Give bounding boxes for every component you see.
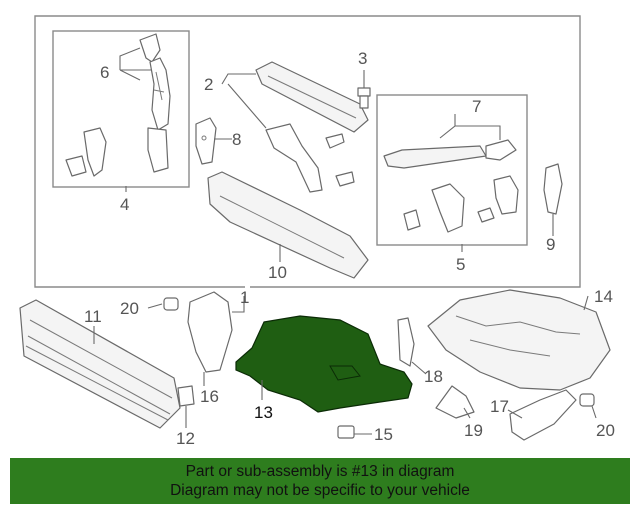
- part-5-brackets[interactable]: [403, 175, 519, 233]
- leader-lines: [93, 47, 597, 435]
- callout-13: 13: [254, 403, 273, 422]
- part-6-brackets[interactable]: [139, 33, 171, 131]
- callout-6: 6: [100, 63, 109, 82]
- callout-5: 5: [456, 255, 465, 274]
- callout-2: 2: [204, 75, 213, 94]
- part-9-bracket[interactable]: [543, 163, 563, 215]
- callout-18: 18: [424, 367, 443, 386]
- part-18-bracket[interactable]: [397, 317, 415, 367]
- banner-line-1: Part or sub-assembly is #13 in diagram: [185, 463, 455, 480]
- part-20-grommet-left[interactable]: [163, 297, 179, 311]
- callout-4: 4: [120, 195, 129, 214]
- group-5-box: [376, 94, 528, 246]
- part-17-bracket[interactable]: [509, 389, 577, 441]
- callout-15: 15: [374, 425, 393, 444]
- callout-19: 19: [464, 421, 483, 440]
- callout-3: 3: [358, 49, 367, 68]
- part-8-bracket[interactable]: [195, 117, 217, 165]
- callout-14: 14: [594, 287, 613, 306]
- callout-20-right: 20: [596, 421, 615, 440]
- part-14-rear-undercover[interactable]: [427, 289, 611, 391]
- part-19-bracket[interactable]: [435, 385, 475, 419]
- callout-1: 1: [240, 288, 249, 307]
- part-3-bolt[interactable]: [357, 87, 371, 109]
- part-15-bolt[interactable]: [337, 425, 355, 439]
- loose-bolts: [325, 133, 355, 187]
- part-11-shield[interactable]: [19, 299, 181, 429]
- callout-9: 9: [546, 235, 555, 254]
- callout-7: 7: [472, 97, 481, 116]
- group-4-box: [52, 30, 190, 188]
- part-16-bracket[interactable]: [187, 291, 233, 373]
- assembly-frame: [34, 15, 581, 288]
- callout-17: 17: [490, 397, 509, 416]
- part-7-bars[interactable]: [383, 139, 517, 169]
- part-4-brackets[interactable]: [65, 127, 169, 177]
- part-13-undercover[interactable]: [235, 315, 413, 413]
- banner-line-2: Diagram may not be specific to your vehi…: [170, 482, 470, 499]
- info-banner: Part or sub-assembly is #13 in diagram D…: [10, 458, 630, 504]
- part-20-grommet-right[interactable]: [579, 393, 595, 407]
- callout-11: 11: [84, 307, 102, 326]
- callout-10: 10: [268, 263, 287, 282]
- callout-20-left: 20: [120, 299, 139, 318]
- part-10-lower-beam[interactable]: [207, 171, 369, 279]
- part-2-upper-rail[interactable]: [255, 61, 369, 193]
- callout-12: 12: [176, 429, 195, 448]
- callout-16: 16: [200, 387, 219, 406]
- callout-8: 8: [232, 130, 241, 149]
- part-12-clip[interactable]: [177, 385, 195, 407]
